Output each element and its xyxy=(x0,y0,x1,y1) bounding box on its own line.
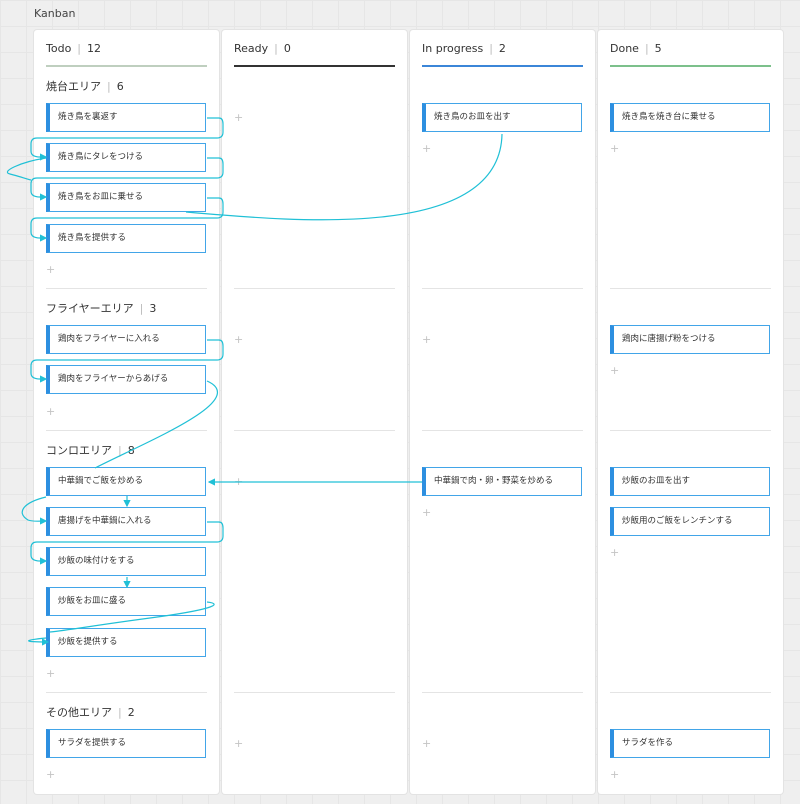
card[interactable]: サラダを提供する xyxy=(46,729,206,758)
add-card-button[interactable]: + xyxy=(422,333,432,346)
column-status-bar xyxy=(46,65,207,67)
add-card-button[interactable]: + xyxy=(46,263,56,276)
card[interactable]: 炒飯をお皿に盛る xyxy=(46,587,206,616)
add-card-button[interactable]: + xyxy=(234,111,244,124)
dependency-link xyxy=(49,601,215,633)
add-card-button[interactable]: + xyxy=(610,768,620,781)
swimlane-count: 3 xyxy=(149,302,157,315)
column-todo: Todo|12 焼台エリア|6 焼き鳥を裏返す 焼き鳥にタレをつける 焼き鳥をお… xyxy=(34,30,219,794)
add-card-button[interactable]: + xyxy=(46,768,56,781)
dependency-link xyxy=(30,521,224,565)
card[interactable]: 焼き鳥にタレをつける xyxy=(46,143,206,172)
column-header-ready[interactable]: Ready|0 xyxy=(234,42,291,55)
swimlane-divider xyxy=(234,430,395,431)
add-card-button[interactable]: + xyxy=(610,142,620,155)
column-title: In progress xyxy=(422,42,484,55)
column-title: Ready xyxy=(234,42,269,55)
card[interactable]: 焼き鳥をお皿に乗せる xyxy=(46,183,206,212)
swimlane-header-fryer[interactable]: フライヤーエリア|3 xyxy=(46,302,157,315)
add-card-button[interactable]: + xyxy=(234,737,244,750)
dependency-link xyxy=(30,339,224,383)
card[interactable]: 焼き鳥を裏返す xyxy=(46,103,206,132)
dependency-link xyxy=(30,117,224,161)
add-card-button[interactable]: + xyxy=(422,737,432,750)
add-card-button[interactable]: + xyxy=(46,405,56,418)
swimlane-header-yakidai[interactable]: 焼台エリア|6 xyxy=(46,80,124,93)
swimlane-divider xyxy=(46,288,207,289)
card[interactable]: 炒飯を提供する xyxy=(46,628,206,657)
card[interactable]: 焼き鳥を焼き台に乗せる xyxy=(610,103,770,132)
add-card-button[interactable]: + xyxy=(234,333,244,346)
swimlane-divider xyxy=(234,288,395,289)
add-card-button[interactable]: + xyxy=(610,546,620,559)
column-header-in-progress[interactable]: In progress|2 xyxy=(422,42,506,55)
swimlane-divider xyxy=(610,430,771,431)
card[interactable]: 焼き鳥を提供する xyxy=(46,224,206,253)
card[interactable]: 中華鍋でご飯を炒める xyxy=(46,467,206,496)
column-status-bar xyxy=(422,65,583,67)
swimlane-divider xyxy=(46,430,207,431)
card[interactable]: 鶏肉をフライヤーからあげる xyxy=(46,365,206,394)
column-status-bar xyxy=(234,65,395,67)
column-in-progress: In progress|2 焼き鳥のお皿を出す + + 中華鍋で肉・卵・野菜を炒… xyxy=(410,30,595,794)
column-ready: Ready|0 + + + + xyxy=(222,30,407,794)
column-title: Todo xyxy=(46,42,72,55)
swimlane-divider xyxy=(46,692,207,693)
column-count: 12 xyxy=(87,42,102,55)
column-done: Done|5 焼き鳥を焼き台に乗せる + 鶏肉に唐揚げ粉をつける + 炒飯のお皿… xyxy=(598,30,783,794)
card[interactable]: 焼き鳥のお皿を出す xyxy=(422,103,582,132)
dependency-link xyxy=(94,380,218,469)
swimlane-title: その他エリア xyxy=(46,706,112,719)
column-count: 2 xyxy=(498,42,506,55)
card[interactable]: 唐揚げを中華鍋に入れる xyxy=(46,507,206,536)
card[interactable]: 鶏肉に唐揚げ粉をつける xyxy=(610,325,770,354)
add-card-button[interactable]: + xyxy=(46,667,56,680)
board-title: Kanban xyxy=(34,7,76,20)
dependency-link xyxy=(28,637,50,646)
swimlane-title: コンロエリア xyxy=(46,444,112,457)
swimlane-title: フライヤーエリア xyxy=(46,302,134,315)
column-title: Done xyxy=(610,42,639,55)
dependency-link xyxy=(7,157,47,181)
card[interactable]: 炒飯の味付けをする xyxy=(46,547,206,576)
swimlane-header-other[interactable]: その他エリア|2 xyxy=(46,706,135,719)
swimlane-divider xyxy=(610,288,771,289)
card[interactable]: サラダを作る xyxy=(610,729,770,758)
swimlane-title: 焼台エリア xyxy=(46,80,101,93)
add-card-button[interactable]: + xyxy=(610,364,620,377)
dependency-link xyxy=(30,197,224,242)
swimlane-divider xyxy=(610,692,771,693)
card[interactable]: 炒飯用のご飯をレンチンする xyxy=(610,507,770,536)
swimlane-count: 2 xyxy=(127,706,135,719)
swimlane-divider xyxy=(422,288,583,289)
dependency-link xyxy=(185,133,503,221)
column-header-todo[interactable]: Todo|12 xyxy=(46,42,102,55)
swimlane-divider xyxy=(422,692,583,693)
column-count: 0 xyxy=(283,42,291,55)
column-header-done[interactable]: Done|5 xyxy=(610,42,662,55)
swimlane-divider xyxy=(422,430,583,431)
dependency-link xyxy=(30,157,224,201)
card[interactable]: 鶏肉をフライヤーに入れる xyxy=(46,325,206,354)
column-count: 5 xyxy=(654,42,662,55)
swimlane-count: 6 xyxy=(116,80,124,93)
add-card-button[interactable]: + xyxy=(422,142,432,155)
column-status-bar xyxy=(610,65,771,67)
swimlane-divider xyxy=(234,692,395,693)
add-card-button[interactable]: + xyxy=(422,506,432,519)
dependency-link xyxy=(21,496,48,525)
card[interactable]: 中華鍋で肉・卵・野菜を炒める xyxy=(422,467,582,496)
card[interactable]: 炒飯のお皿を出す xyxy=(610,467,770,496)
